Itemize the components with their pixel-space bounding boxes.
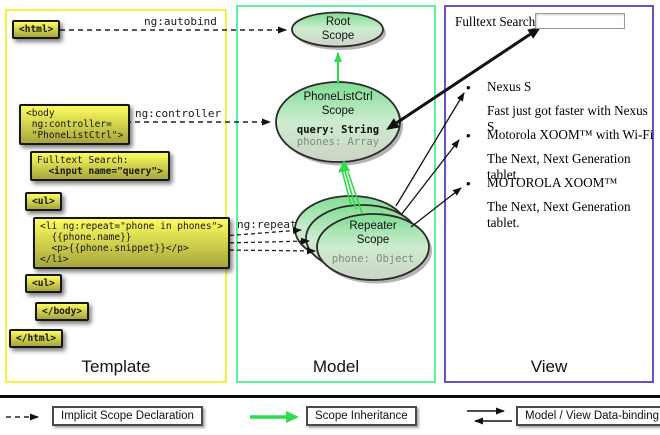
databinding-arrowhead-model	[386, 118, 400, 130]
inheritance-line-3	[347, 171, 363, 214]
code-line: <ul>	[32, 278, 55, 289]
code-line: Fulltext Search:	[37, 155, 129, 166]
view-item-desc: Fast just got faster with Nexus S.	[487, 103, 648, 134]
code-line: </li>	[40, 254, 69, 265]
view-item-desc: The Next, Next Generation tablet.	[487, 199, 631, 230]
ng-controller-label: ng:controller	[135, 107, 222, 120]
code-line: <p>{{phone.snippet}}</p>	[40, 243, 189, 254]
legend-scope-inheritance-label: Scope Inheritance	[306, 406, 417, 426]
bullet-icon: •	[466, 80, 471, 95]
phones-array-prop: phones: Array	[296, 135, 380, 148]
code-line: <html>	[19, 24, 54, 35]
repeater-to-motorola-arrow	[400, 139, 460, 216]
code-line: </body>	[42, 306, 83, 317]
model-column	[236, 5, 436, 383]
view-column-label: View	[530, 357, 568, 376]
phonelistctrl-scope-label: PhoneListCtrl Scope query: String phones…	[276, 90, 400, 148]
code-box-body-open: <body ng:controller= "PhoneListCtrl">	[19, 104, 131, 145]
bullet-icon: •	[466, 176, 471, 191]
fulltext-search-label: Fulltext Search:	[455, 14, 539, 29]
code-line: <ul>	[32, 196, 55, 207]
code-line: <body	[26, 108, 55, 119]
databinding-arrowhead-view	[527, 27, 541, 39]
code-box-html-close: </html>	[9, 329, 64, 348]
template-column	[5, 9, 227, 383]
view-item-title: Nexus S	[487, 79, 532, 94]
legend-data-binding-label: Model / View Data-binding	[516, 406, 660, 426]
inheritance-line-2	[344, 170, 357, 210]
model-column-label: Model	[312, 357, 360, 376]
view-item-title: Motorola XOOM™ with Wi-Fi	[487, 127, 654, 142]
view-item-desc: The Next, Next Generation tablet.	[487, 151, 631, 182]
view-item-title: MOTOROLA XOOM™	[487, 175, 618, 190]
template-column-label: Template	[81, 357, 151, 376]
ng-repeat-label: ng:repeat	[237, 218, 297, 231]
ng-repeat-arrow-1	[222, 227, 302, 237]
legend-divider	[0, 395, 660, 398]
code-line: {{phone.name}}	[40, 232, 132, 243]
code-line: ng:controller=	[26, 119, 112, 130]
code-line: <input name="query">	[37, 166, 163, 177]
view-column	[444, 5, 654, 383]
ng-repeat-arrow-3	[222, 247, 316, 255]
fulltext-search-input[interactable]	[535, 13, 625, 29]
repeater-scope-label: Repeater Scope phone: Object	[316, 219, 430, 266]
code-box-body-close: </body>	[35, 302, 90, 321]
repeater-scope-ellipse-front	[316, 213, 430, 281]
phone-object-prop: phone: Object	[331, 253, 415, 265]
repeater-to-nexus-arrow	[395, 92, 465, 207]
databinding-arrow-line	[395, 32, 532, 125]
code-box-html-open: <html>	[12, 20, 61, 39]
bullet-icon: •	[466, 128, 471, 143]
scope-inheritance-arrowhead-icon	[286, 411, 299, 423]
inheritance-line-1	[341, 169, 352, 206]
code-line: <li ng:repeat="phone in phones">	[40, 221, 224, 232]
code-box-li-repeat: <li ng:repeat="phone in phones"> {{phone…	[33, 217, 231, 269]
code-box-ul-open-2: <ul>	[25, 274, 62, 293]
inheritance-arrowhead	[338, 160, 350, 173]
root-scope-label: Root Scope	[321, 16, 355, 42]
repeater-to-motorola2-arrow	[410, 187, 462, 228]
code-box-fulltext-search: Fulltext Search: <input name="query">	[30, 151, 170, 181]
code-line: "PhoneListCtrl">	[26, 130, 124, 141]
root-scope-ellipse	[291, 11, 384, 48]
code-box-ul-open-1: <ul>	[25, 192, 62, 211]
code-line: </html>	[16, 333, 57, 344]
ng-autobind-label: ng:autobind	[144, 15, 217, 28]
legend-implicit-scope-label: Implicit Scope Declaration	[52, 406, 203, 426]
ng-repeat-arrow-2	[222, 237, 310, 245]
query-string-prop: query: String	[296, 124, 380, 136]
